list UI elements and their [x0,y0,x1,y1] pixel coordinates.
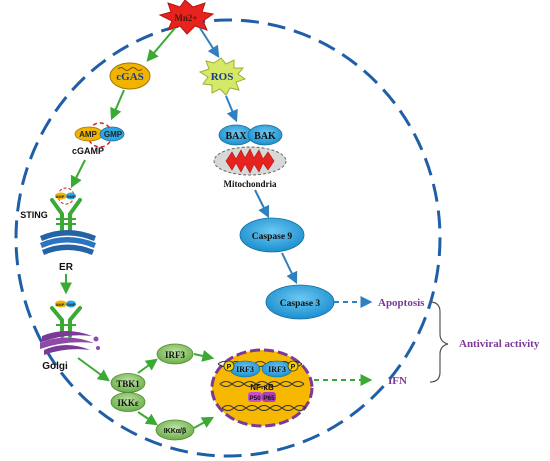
mn-label: Mn2+ [174,13,197,23]
er-membrane [40,230,96,255]
arrow-golgi-tbk1 [77,357,110,382]
antiviral-label: Antiviral activity [459,338,540,350]
arrow-ikkab-nucleus [193,416,215,429]
sting-amp-small: AMP [56,194,65,199]
apoptosis-label: Apoptosis [378,297,425,309]
arrow-ros-baxbak [225,95,238,123]
mitochondria: Mitochondria [213,146,287,189]
ros-node: ROS [198,57,247,96]
gmp-label: GMP [104,130,123,139]
p65-label: P65 [263,395,275,402]
amp-label: AMP [79,130,97,139]
cgamp-label: cGAMP [72,146,104,156]
arrow-casp9-casp3 [281,252,298,285]
phospho-right: P [291,364,296,371]
arrow-mito-casp9 [254,189,270,219]
nucleus: IRF3 IRF3 P P NF-κB P50 P65 [210,348,314,428]
sting-label: STING [20,210,48,220]
bak-label: BAK [254,131,276,142]
cgamp-node: AMP GMP cGAMP [72,122,125,156]
tbk1-label: TBK1 [116,379,140,389]
nfkb-label: NF-κB [250,383,274,392]
cgas-label: cGAS [116,71,144,83]
sting-golgi-complex: AMP GMP Golgi [40,300,100,372]
golgi-amp-small: AMP [56,302,65,307]
caspase9-node: Caspase 9 [239,217,305,253]
ros-label: ROS [211,71,234,83]
ikke-label: IKKε [117,398,139,408]
golgi-apparatus [40,331,100,355]
golgi-gmp-small: GMP [66,302,75,307]
casp9-label: Caspase 9 [252,232,293,242]
arrow-irf3-nucleus [193,350,215,362]
ikkab-node: IKKα/β [155,419,195,441]
irf3-label: IRF3 [165,350,185,360]
mn-trigger: Mn2+ [158,0,215,35]
sting-er-complex: AMP GMP STING ER [20,187,96,273]
caspase3-node: Caspase 3 [265,284,335,320]
arrow-cgamp-sting [70,159,86,189]
golgi-label: Golgi [42,361,68,372]
er-label: ER [59,262,74,273]
arrow-mn-ros [199,27,220,59]
irf3-node: IRF3 [156,343,194,365]
nuc-irf3a-label: IRF3 [236,365,254,374]
arrow-cgas-cgamp [110,89,125,121]
arrow-tbk1-irf3 [137,358,158,374]
sting-gmp-small: GMP [66,194,75,199]
outcome-brace [429,301,449,383]
tbk1-ikke-complex: TBK1 IKKε [110,373,146,412]
bax-bak-complex: BAX BAK [218,124,283,146]
phospho-left: P [227,364,232,371]
ifn-label: IFN [388,375,407,387]
arrow-ikke-ikkab [137,411,158,426]
p50-label: P50 [249,395,261,402]
cell-membrane [14,18,442,458]
casp3-label: Caspase 3 [280,299,321,309]
bax-label: BAX [225,131,247,142]
nuc-irf3b-label: IRF3 [268,365,286,374]
arrow-mn-cgas [146,27,176,62]
cgas-node: cGAS [109,62,151,90]
mitochondria-label: Mitochondria [224,179,277,189]
ikkab-label: IKKα/β [164,428,187,435]
